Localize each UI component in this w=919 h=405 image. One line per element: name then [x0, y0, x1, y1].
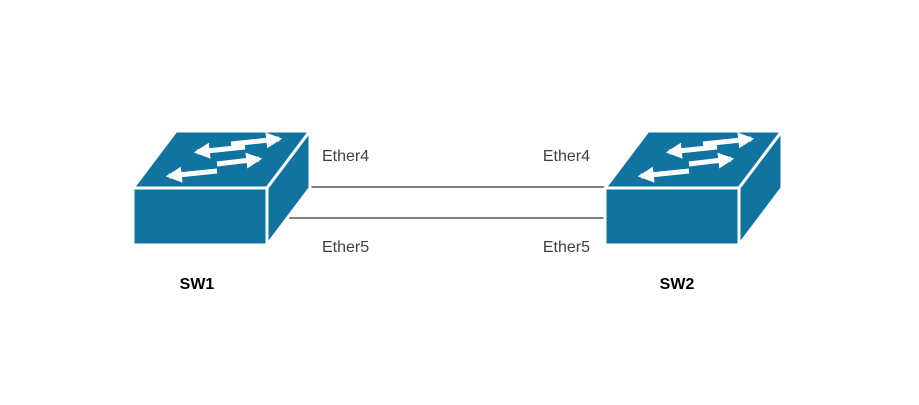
switch-front-face	[603, 186, 741, 247]
switch-arrows-icon	[637, 132, 755, 183]
node-label-sw1: SW1	[179, 276, 215, 293]
switch-icon	[603, 129, 784, 247]
node-sw2[interactable]	[603, 129, 784, 247]
switch-arrows-icon	[165, 132, 283, 183]
switch-side-face	[265, 129, 312, 247]
port-label-sw2-ether4: Ether4	[542, 148, 590, 165]
switch-front-face	[131, 186, 269, 247]
link-ether4[interactable]	[310, 186, 605, 188]
port-label-sw1-ether5: Ether5	[322, 239, 370, 256]
link-ether5[interactable]	[288, 217, 605, 219]
port-label-sw2-ether5: Ether5	[542, 239, 590, 256]
port-label-sw1-ether4: Ether4	[322, 148, 370, 165]
switch-icon	[131, 129, 312, 247]
node-label-sw2: SW2	[659, 276, 695, 293]
switch-side-face	[737, 129, 784, 247]
node-sw1[interactable]	[131, 129, 312, 247]
